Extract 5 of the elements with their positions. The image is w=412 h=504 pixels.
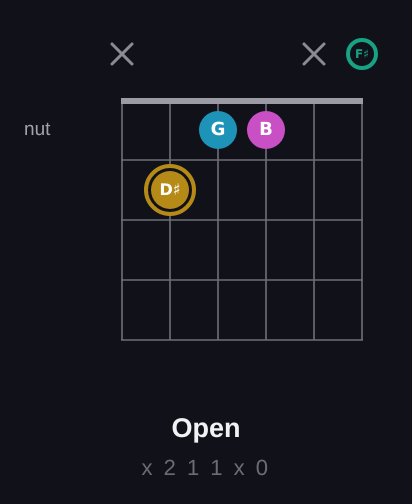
- open-string-marker: F♯: [346, 38, 378, 70]
- fingering-text: x 2 1 1 x 0: [141, 454, 270, 482]
- chord-name: Open: [171, 412, 240, 445]
- root-note-ring: [144, 164, 196, 216]
- nut-label: nut: [24, 118, 50, 142]
